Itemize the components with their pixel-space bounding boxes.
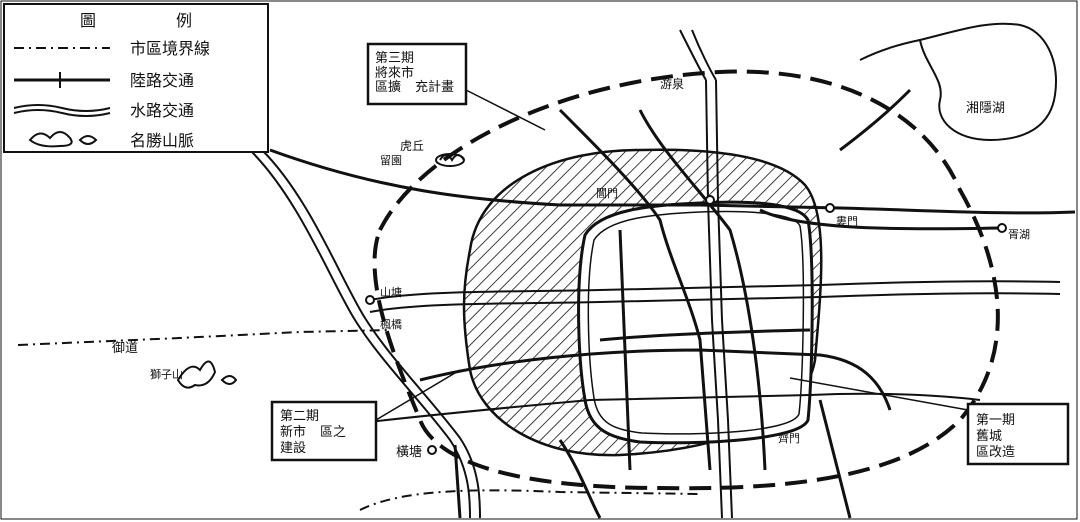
boundary-west-dashdot — [17, 329, 391, 346]
label-yudao: 御道 — [112, 341, 138, 356]
callout-phase2-line4: 建設 — [280, 440, 306, 456]
lake-channel — [859, 39, 921, 61]
callout-phase2: 第二期 新市 區之 建設 — [270, 369, 461, 462]
lake-outline — [918, 22, 1057, 142]
callout-phase3: 第三期 將來市 區擴 充計畫 — [366, 42, 546, 131]
label-changmen: 閶門 — [596, 187, 618, 200]
callout-phase2-line1: 第二期 — [280, 409, 319, 424]
callout-phase3-line1: 第三期 — [375, 51, 414, 66]
water-routes — [249, 29, 1061, 519]
qimen-marker — [705, 195, 715, 205]
city-boundary-outer — [372, 69, 1000, 491]
label-loumen: 婁門 — [836, 214, 858, 228]
callout-phase1-box — [966, 402, 1070, 466]
legend-swatch-hill-icon — [28, 131, 98, 148]
callout-phase1-arrow — [789, 377, 969, 411]
land-roads — [269, 88, 1076, 519]
callout-phase3-line3: 區擴 — [375, 79, 401, 95]
label-shantang: 山塘 — [380, 285, 402, 299]
callout-phase2-arrow — [375, 369, 461, 421]
callout-phase1-line3: 區改造 — [976, 445, 1015, 460]
label-qimen: 齊門 — [778, 431, 800, 445]
callout-phase3-line4: 充計畫 — [415, 79, 454, 95]
callout-phase3-line2: 將來市 — [375, 65, 414, 81]
legend-swatch-water — [13, 104, 111, 112]
label-huqiu: 虎丘 — [400, 139, 424, 153]
label-tianyuan: 游泉 — [660, 77, 684, 91]
label-xujia: 胥湖 — [1008, 228, 1030, 241]
shantang-marker — [365, 295, 375, 305]
label-lake: 湘隱湖 — [966, 101, 1005, 116]
callout-phase1-line1: 第一期 — [976, 413, 1015, 428]
legend-label-water: 水路交通 — [130, 101, 194, 120]
callout-phase3-arrow — [465, 89, 546, 131]
label-fengmen: 楓橋 — [380, 317, 402, 331]
label-liuyuan: 留園 — [380, 154, 402, 167]
legend-box — [3, 3, 269, 153]
label-hengtang: 橫塘 — [396, 444, 422, 460]
callout-phase2-line2: 新市 — [280, 424, 306, 440]
legend-title-left: 圖 — [80, 11, 96, 30]
callout-phase3-box — [366, 42, 468, 106]
hengtang-marker — [427, 445, 437, 455]
legend-label-road: 陸路交通 — [130, 71, 194, 90]
legend-label-boundary: 市區境界線 — [130, 39, 210, 58]
callout-phase1-line2: 舊城 — [976, 429, 1002, 444]
legend-title-right: 例 — [176, 11, 192, 30]
loumen-marker — [825, 203, 835, 213]
legend: 圖 例 市區境界線 陸路交通 水路交通 名勝山脈 — [3, 3, 269, 153]
xujia-marker — [997, 223, 1007, 233]
place-markers — [365, 195, 1007, 455]
callout-phase2-line3: 區之 — [320, 425, 346, 440]
label-shizishan: 獅子山 — [150, 367, 183, 381]
legend-label-hill: 名勝山脈 — [130, 131, 194, 150]
callout-phase2-box — [270, 400, 378, 462]
old-city-wall-inner — [587, 210, 805, 435]
hill-huqiu-icon — [435, 153, 465, 167]
callout-phase1: 第一期 舊城 區改造 — [789, 377, 1070, 466]
hill-shizishan-icon — [176, 360, 238, 389]
boundary-south-dashdot — [359, 489, 701, 511]
